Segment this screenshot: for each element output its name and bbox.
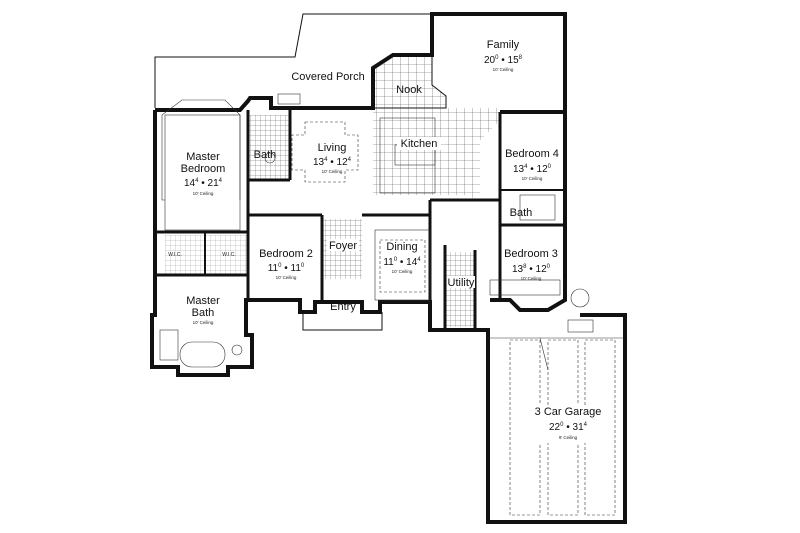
- family-ceiling: 10' Ceiling: [493, 67, 514, 72]
- nook-name: Nook: [396, 84, 422, 96]
- room-label-wic-right: W.I.C.: [222, 252, 236, 258]
- covered-porch-outline: [154, 13, 432, 108]
- kitchen-name: Kitchen: [401, 138, 438, 150]
- foyer-name: Foyer: [329, 240, 357, 252]
- bedroom-4-name: Bedroom 4: [505, 148, 559, 160]
- room-label-master-bedroom: Master Bedroom 144 • 214 10' Ceiling: [181, 151, 226, 196]
- room-label-garage: 3 Car Garage 220 • 314 9' Ceiling: [528, 405, 610, 443]
- room-label-wic-left: W.I.C.: [168, 252, 182, 258]
- bedroom-2-ceiling: 10' Ceiling: [276, 275, 297, 280]
- master-bedroom-name-line2: Bedroom: [181, 163, 226, 175]
- wic-right-name: W.I.C.: [222, 252, 236, 258]
- room-label-dining: Dining 110 • 144 10' Ceiling: [383, 241, 421, 274]
- garage-dimensions: 220 • 314: [549, 422, 588, 433]
- master-bath-ceiling: 10' Ceiling: [193, 320, 214, 325]
- bedroom-3-ceiling: 10' Ceiling: [521, 276, 542, 281]
- room-label-utility: Utility: [447, 276, 475, 289]
- utility-name: Utility: [448, 277, 475, 289]
- room-label-nook: Nook: [396, 84, 422, 96]
- tile-areas: [165, 54, 500, 327]
- bedroom-2-dimensions: 110 • 110: [268, 263, 305, 274]
- garage-ceiling: 9' Ceiling: [559, 435, 578, 440]
- dining-ceiling: 10' Ceiling: [392, 269, 413, 274]
- room-label-entry: Entry: [330, 301, 356, 313]
- room-label-bedroom-4: Bedroom 4 134 • 120 10' Ceiling: [505, 148, 559, 181]
- room-label-family: Family 200 • 158 10' Ceiling: [484, 39, 523, 72]
- living-dimensions: 134 • 124: [313, 157, 352, 168]
- bath-1-name: Bath: [254, 149, 277, 161]
- room-label-bedroom-2: Bedroom 2 110 • 110 10' Ceiling: [259, 248, 313, 280]
- room-label-bath-1: Bath: [254, 149, 277, 161]
- bedroom-4-dimensions: 134 • 120: [513, 164, 552, 175]
- room-label-bath-2: Bath: [510, 207, 533, 219]
- room-label-covered-porch: Covered Porch: [291, 71, 364, 83]
- bedroom-2-name: Bedroom 2: [259, 248, 313, 260]
- wic-left-name: W.I.C.: [168, 252, 182, 258]
- master-bath-name-line2: Bath: [192, 307, 215, 319]
- room-label-kitchen: Kitchen: [397, 137, 441, 150]
- room-label-living: Living 134 • 124 10' Ceiling: [313, 142, 352, 174]
- exterior-walls: [150, 12, 627, 524]
- bedroom-4-ceiling: 10' Ceiling: [522, 176, 543, 181]
- master-bedroom-dimensions: 144 • 214: [184, 178, 223, 189]
- dining-dimensions: 110 • 144: [383, 257, 421, 268]
- living-ceiling: 10' Ceiling: [322, 169, 343, 174]
- bedroom-3-dimensions: 138 • 120: [512, 264, 551, 275]
- family-dimensions: 200 • 158: [484, 55, 523, 66]
- room-label-bedroom-3: Bedroom 3 138 • 120 10' Ceiling: [504, 248, 558, 281]
- master-bath-name-line1: Master: [186, 295, 220, 307]
- room-label-foyer: Foyer: [327, 239, 359, 252]
- family-name: Family: [487, 39, 520, 51]
- garage-name: 3 Car Garage: [535, 406, 602, 418]
- entry-name: Entry: [330, 301, 356, 313]
- bath-2-name: Bath: [510, 207, 533, 219]
- master-bedroom-name-line1: Master: [186, 151, 220, 163]
- master-bedroom-ceiling: 10' Ceiling: [193, 191, 214, 196]
- covered-porch-name: Covered Porch: [291, 71, 364, 83]
- room-label-master-bath: Master Bath 10' Ceiling: [186, 295, 220, 325]
- living-name: Living: [318, 142, 347, 154]
- interior-walls: [155, 108, 565, 330]
- bedroom-3-name: Bedroom 3: [504, 248, 558, 260]
- dining-name: Dining: [386, 241, 417, 253]
